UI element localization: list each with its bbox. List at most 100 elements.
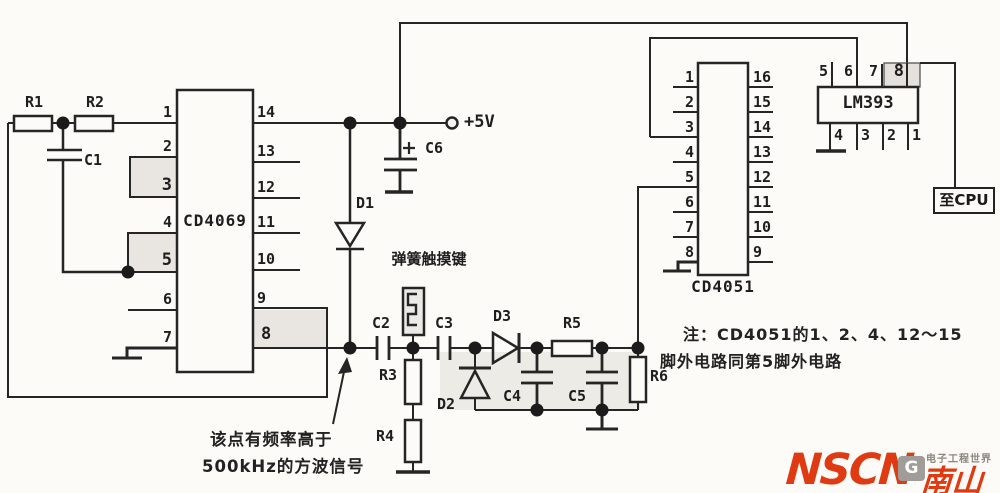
- chip-label-lm393: LM393: [842, 93, 894, 113]
- resistor-r5: [550, 339, 594, 358]
- resistor-r3: [403, 358, 423, 406]
- pin-label: 2: [162, 137, 172, 155]
- cd4069-pin2-3-loop: [129, 156, 177, 198]
- pin-label: 10: [753, 218, 772, 236]
- label-r5: R5: [562, 314, 582, 332]
- pin-label: 6: [843, 62, 853, 80]
- pin-label: 7: [162, 328, 172, 346]
- capacitor-c5: [586, 348, 618, 410]
- cd4051-lm393-wire: [649, 37, 858, 137]
- label-d1: D1: [356, 194, 375, 212]
- pin-label: 7: [684, 218, 694, 236]
- pin-label: 8: [684, 243, 694, 261]
- pin-label: 16: [753, 68, 772, 86]
- pin-label: 12: [753, 168, 772, 186]
- pin-label: 15: [753, 93, 772, 111]
- diode-d1-triangle: [333, 221, 367, 249]
- cd4051-right-stubs: [748, 86, 773, 263]
- pin-label: 13: [753, 143, 772, 161]
- chip-cd4069-body: [175, 88, 255, 374]
- label-d3: D3: [493, 307, 512, 325]
- pin-label: 6: [162, 290, 172, 308]
- pin-label: 1: [162, 103, 172, 121]
- annotation-arrow-line: [332, 366, 346, 425]
- capacitor-c4: [521, 348, 553, 410]
- touch-key-label: 弹簧触摸键: [391, 250, 467, 268]
- pin-label: 11: [753, 193, 772, 211]
- cpu-output-wire: [920, 62, 956, 187]
- label-c3: C3: [434, 314, 454, 332]
- capacitor-c1: [47, 123, 128, 274]
- diode-d2-triangle: [458, 368, 492, 400]
- cd4051-pin8-ground: [663, 260, 698, 273]
- label-vcc: +5V: [464, 112, 495, 132]
- pin-label: 9: [753, 243, 763, 261]
- pin-label: 1: [912, 126, 922, 144]
- pin-label: 6: [684, 193, 694, 211]
- scan-shade-patches: [128, 157, 640, 410]
- pin-label: 14: [257, 103, 276, 121]
- cd4069-pin7-ground: [112, 346, 177, 360]
- touch-key-meander: [406, 292, 418, 327]
- pin-label: 12: [257, 178, 276, 196]
- pin-label: 8: [261, 324, 272, 344]
- pin-label: 5: [161, 250, 172, 270]
- chip-lm393-body: [816, 85, 920, 125]
- label-r3: R3: [379, 366, 398, 384]
- lm393-pin8-shade: [883, 62, 921, 88]
- vcc-terminal: [445, 116, 459, 130]
- resistor-r4: [403, 418, 423, 464]
- lm393-top-stubs: [831, 62, 908, 87]
- c6-plus-sign: [403, 142, 415, 154]
- chip-cd4051-body: [696, 61, 750, 277]
- junction-dots: [56, 116, 645, 417]
- cd4051-pin5-wire: [637, 186, 698, 348]
- label-r1: R1: [24, 93, 44, 111]
- pin-label: 7: [868, 62, 878, 80]
- pin-label: 5: [818, 62, 828, 80]
- pin-label: 5: [684, 168, 694, 186]
- label-r4: R4: [376, 427, 395, 445]
- annotation-line1: 该点有频率高于: [210, 430, 333, 449]
- pin-label: 14: [753, 118, 772, 136]
- pin-label: 11: [257, 213, 276, 231]
- resistor-r1: [12, 114, 54, 133]
- label-d2: D2: [437, 395, 456, 413]
- watermark-emblem-icon: G: [898, 456, 925, 481]
- chip-label-cd4069: CD4069: [183, 211, 247, 230]
- pin-label: 3: [161, 175, 172, 195]
- annotation-arrow-head: [338, 357, 352, 374]
- label-r6: R6: [650, 367, 669, 385]
- feedback-loop-wire: [7, 123, 328, 398]
- resistor-r6: [628, 355, 648, 404]
- pin-label: 3: [684, 118, 694, 136]
- pin-label: 4: [162, 213, 172, 231]
- vcc-top-rail: [399, 22, 908, 123]
- pin-label: 2: [887, 126, 897, 144]
- watermark-brand: NSCN: [784, 445, 915, 493]
- pin-label: 13: [257, 142, 276, 160]
- cd4069-pin4-5-loop: [127, 232, 177, 273]
- pin-label: 2: [684, 93, 694, 111]
- diode-d3-triangle: [491, 330, 521, 366]
- pin-label: 1: [684, 68, 694, 86]
- pin-label: 4: [834, 126, 844, 144]
- label-c4: C4: [503, 387, 522, 405]
- label-c6: C6: [425, 139, 444, 157]
- note-line2: 脚外电路同第5脚外电路: [660, 352, 843, 371]
- pin-label: 3: [861, 126, 871, 144]
- watermark-brand-cn: 南山: [919, 464, 985, 493]
- pin-label: 9: [257, 289, 267, 307]
- label-c1: C1: [84, 151, 103, 169]
- label-c2: C2: [371, 314, 391, 332]
- watermark-emblem-text: 电子工程世界: [926, 454, 992, 465]
- resistor-r2: [73, 114, 115, 133]
- lm393-bottom-stubs: [829, 123, 909, 150]
- to-cpu-box: 至CPU: [933, 187, 995, 214]
- cd4051-left-stubs: [650, 86, 698, 238]
- note-line1: 注：CD4051的1、2、4、12～15: [683, 325, 963, 344]
- cd4069-right-stubs: [253, 161, 300, 271]
- pin-label: 10: [257, 250, 276, 268]
